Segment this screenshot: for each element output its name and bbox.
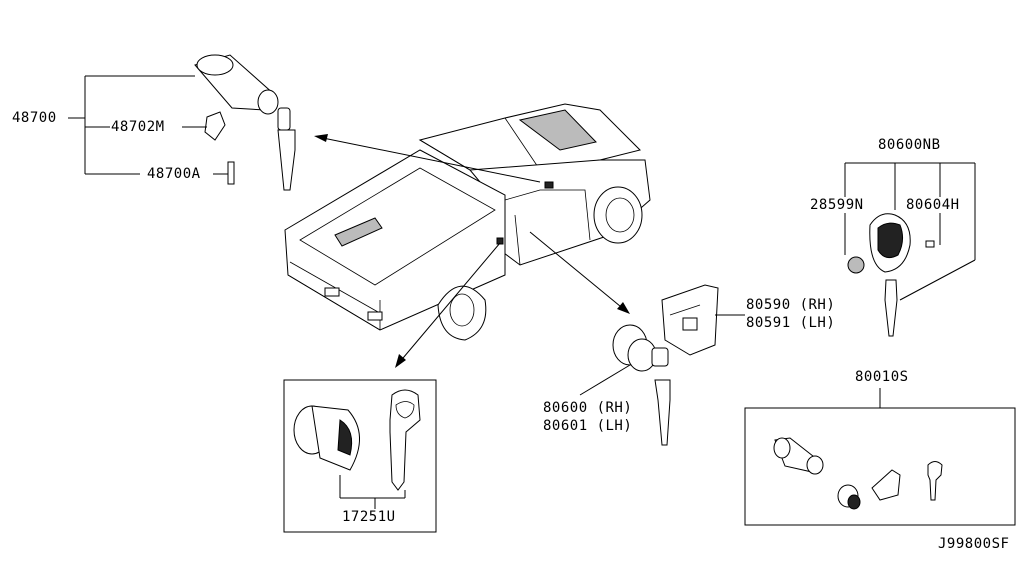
label-80601: 80601 (LH) bbox=[543, 418, 633, 434]
leaders-48700 bbox=[68, 75, 228, 175]
label-80600: 80600 (RH) bbox=[543, 400, 633, 416]
door-lock-parts bbox=[612, 284, 719, 446]
diagram-reference-code: J99800SF bbox=[938, 536, 1010, 552]
pointer-arrows bbox=[314, 134, 630, 368]
label-80590: 80590 (RH) bbox=[746, 297, 836, 313]
label-48700: 48700 bbox=[12, 110, 57, 126]
kit-17251U bbox=[283, 379, 437, 533]
key-remote-parts bbox=[844, 162, 976, 337]
kit-80010S bbox=[744, 388, 1016, 526]
label-80604H: 80604H bbox=[906, 197, 960, 213]
label-17251U: 17251U bbox=[342, 509, 396, 525]
pickup-truck-illustration bbox=[284, 103, 651, 341]
label-80010S: 80010S bbox=[855, 369, 909, 385]
label-28599N: 28599N bbox=[810, 197, 864, 213]
leaders-door-lock bbox=[579, 314, 745, 396]
label-48700A: 48700A bbox=[147, 166, 201, 182]
label-80591: 80591 (LH) bbox=[746, 315, 836, 331]
label-48702M: 48702M bbox=[111, 119, 165, 135]
glove-box-lock-parts bbox=[194, 54, 296, 191]
label-80600NB: 80600NB bbox=[878, 137, 941, 153]
